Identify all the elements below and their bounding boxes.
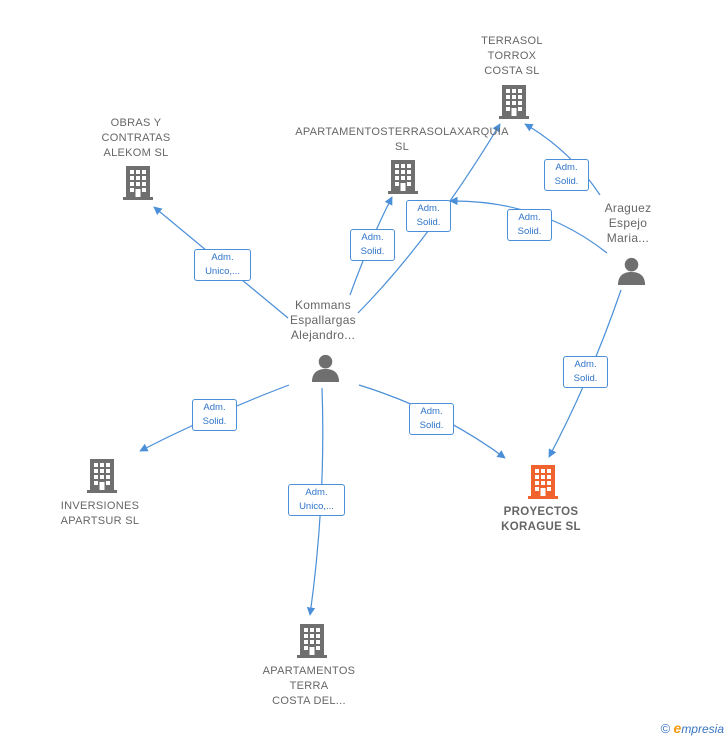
edge-label-kommans-apartamentosterrasol[interactable]: Adm. Solid. bbox=[350, 229, 395, 261]
edge-label-araguez-terrasol[interactable]: Adm. Solid. bbox=[544, 159, 589, 191]
edge-label-line: Adm. bbox=[203, 402, 226, 413]
node-label-line: Kommans bbox=[294, 298, 352, 312]
node-label-line: COSTA SL bbox=[484, 65, 540, 77]
edge-label-line: Adm. bbox=[305, 487, 328, 498]
edge-label-kommans-inversiones[interactable]: Adm. Solid. bbox=[192, 399, 237, 431]
node-label-line: Maria... bbox=[606, 231, 650, 245]
edge-label-line: Solid. bbox=[416, 217, 441, 228]
node-label-terrasol[interactable]: TERRASOL TORROX COSTA SL bbox=[462, 34, 562, 79]
edge-label-line: Solid. bbox=[573, 373, 598, 384]
edge-label-kommans-apartamentos-terra[interactable]: Adm. Unico,... bbox=[288, 484, 345, 516]
edge-label-line: Adm. bbox=[574, 359, 597, 370]
edge-label-kommans-proyectos[interactable]: Adm. Solid. bbox=[409, 403, 454, 435]
node-label-line: APARTAMENTOSTERRASOLAXARQUIA bbox=[295, 126, 509, 138]
node-label-line: Alejandro... bbox=[290, 328, 356, 342]
copyright-icon: © bbox=[660, 721, 671, 736]
building-icon[interactable] bbox=[528, 465, 558, 499]
building-icon[interactable] bbox=[123, 166, 153, 200]
building-icon[interactable] bbox=[87, 459, 117, 493]
node-label-line: TERRA bbox=[289, 680, 329, 692]
edge-label-line: Unico,... bbox=[205, 266, 240, 277]
node-label-araguez[interactable]: Araguez Espejo Maria... bbox=[590, 201, 666, 246]
node-label-line: PROYECTOS bbox=[503, 506, 579, 518]
node-label-line: INVERSIONES bbox=[60, 500, 140, 512]
edge-label-line: Solid. bbox=[517, 226, 542, 237]
edge-label-line: Unico,... bbox=[299, 501, 334, 512]
node-label-line: APARTSUR SL bbox=[60, 515, 140, 527]
node-label-line: COSTA DEL... bbox=[272, 695, 346, 707]
node-label-apartamentos-terra[interactable]: APARTAMENTOS TERRA COSTA DEL... bbox=[254, 664, 364, 709]
edge-label-line: Adm. bbox=[361, 232, 384, 243]
edge-label-line: Adm. bbox=[555, 162, 578, 173]
node-label-line: CONTRATAS bbox=[101, 132, 171, 144]
node-label-line: Espallargas bbox=[289, 313, 356, 327]
edge-label-line: Solid. bbox=[419, 420, 444, 431]
edge-label-line: Solid. bbox=[554, 176, 579, 187]
brand-logo-text: mpresia bbox=[681, 722, 724, 736]
edge-label-line: Adm. bbox=[417, 203, 440, 214]
edge-label-line: Solid. bbox=[202, 416, 227, 427]
edge-label-kommans-obras[interactable]: Adm. Unico,... bbox=[194, 249, 251, 281]
node-label-line: ALEKOM SL bbox=[103, 147, 169, 159]
node-label-line: APARTAMENTOS bbox=[262, 665, 356, 677]
edge-label-araguez-proyectos[interactable]: Adm. Solid. bbox=[563, 356, 608, 388]
edge-line-araguez-terrasol bbox=[524, 123, 601, 196]
edge-label-kommans-terrasol[interactable]: Adm. Solid. bbox=[406, 200, 451, 232]
node-label-line: OBRAS Y bbox=[110, 117, 162, 129]
node-label-obras[interactable]: OBRAS Y CONTRATAS ALEKOM SL bbox=[86, 116, 186, 161]
building-icon[interactable] bbox=[297, 624, 327, 658]
node-label-line: TERRASOL bbox=[481, 35, 543, 47]
edge-lines bbox=[139, 123, 622, 616]
node-label-line: Espejo bbox=[608, 216, 648, 230]
node-label-line: SL bbox=[394, 141, 410, 153]
edge-label-araguez-apartamentosterrasol[interactable]: Adm. Solid. bbox=[507, 209, 552, 241]
building-icon[interactable] bbox=[499, 85, 529, 119]
node-label-proyectos[interactable]: PROYECTOS KORAGUE SL bbox=[491, 505, 591, 535]
person-icon[interactable] bbox=[311, 354, 340, 382]
building-icon[interactable] bbox=[388, 160, 418, 194]
edge-label-line: Solid. bbox=[360, 246, 385, 257]
brand-logo-letter: e bbox=[673, 720, 682, 736]
node-label-line: TORROX bbox=[487, 50, 537, 62]
node-label-line: KORAGUE SL bbox=[501, 521, 581, 533]
edge-label-line: Adm. bbox=[518, 212, 541, 223]
edge-label-line: Adm. bbox=[420, 406, 443, 417]
node-label-line: Araguez bbox=[604, 201, 652, 215]
person-icon[interactable] bbox=[617, 257, 646, 285]
node-label-apartamentosterrasol[interactable]: APARTAMENTOSTERRASOLAXARQUIA SL bbox=[292, 125, 512, 155]
node-label-kommans[interactable]: Kommans Espallargas Alejandro... bbox=[273, 298, 373, 343]
edge-label-line: Adm. bbox=[211, 252, 234, 263]
node-label-inversiones[interactable]: INVERSIONES APARTSUR SL bbox=[50, 499, 150, 529]
copyright-brand: © empresia bbox=[661, 720, 724, 736]
